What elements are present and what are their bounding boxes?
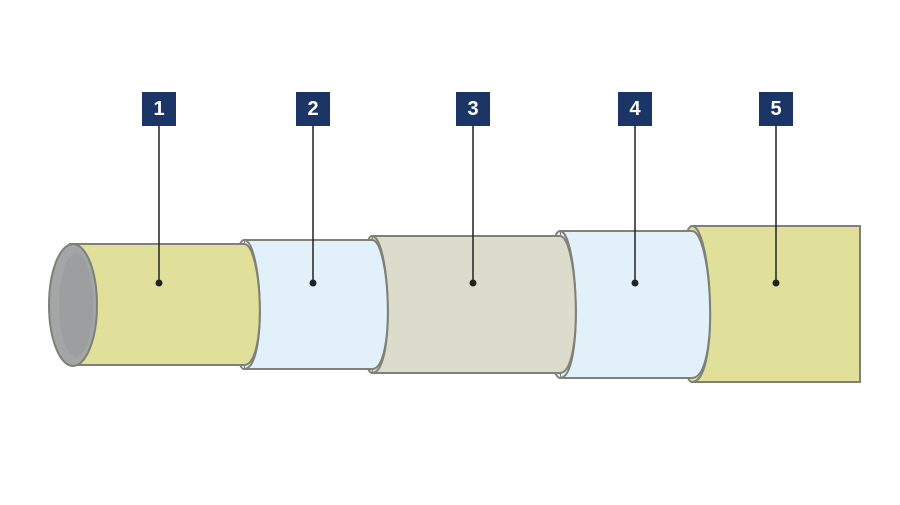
leader-dot-5	[772, 279, 780, 287]
layer-5-badge: 5	[759, 92, 793, 126]
layer-3-badge: 3	[456, 92, 490, 126]
leader-dot-3	[469, 279, 477, 287]
layer-3-band	[360, 235, 577, 374]
leader-dot-1	[155, 279, 163, 287]
layer-4-badge: 4	[618, 92, 652, 126]
layer-2-badge: 2	[296, 92, 330, 126]
leader-dot-4	[631, 279, 639, 287]
pipe-bore-opening	[48, 243, 98, 367]
layer-1-badge: 1	[142, 92, 176, 126]
leader-dot-2	[309, 279, 317, 287]
layer-1-band	[69, 243, 261, 366]
